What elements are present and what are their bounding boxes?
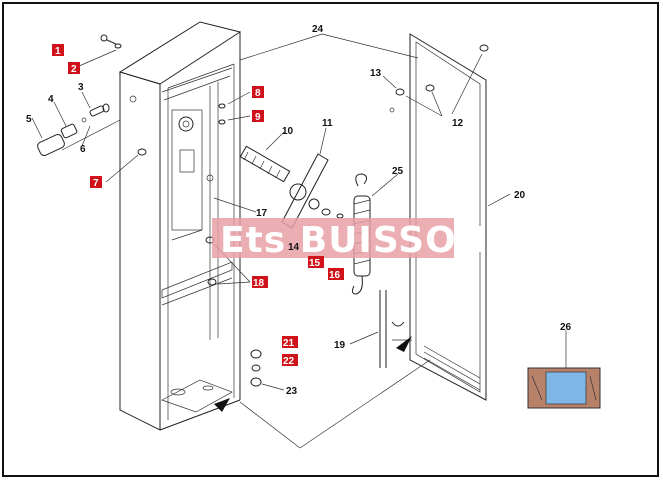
badge-9: 9	[252, 110, 264, 123]
svg-text:18: 18	[253, 278, 265, 289]
label-12: 12	[452, 118, 464, 129]
label-3: 3	[78, 82, 84, 93]
label-20: 20	[514, 190, 526, 201]
svg-text:16: 16	[329, 270, 341, 281]
handle-assembly	[37, 103, 121, 157]
assembly-lines	[214, 33, 431, 449]
label-19: 19	[334, 340, 346, 351]
svg-text:8: 8	[255, 88, 261, 99]
svg-text:9: 9	[255, 112, 261, 123]
svg-text:15: 15	[309, 258, 321, 269]
label-11: 11	[322, 118, 333, 129]
badge-2: 2	[68, 62, 80, 75]
svg-text:21: 21	[283, 338, 295, 349]
badge-7: 7	[90, 176, 102, 189]
svg-text:1: 1	[55, 46, 61, 57]
arrow-right-icon	[396, 336, 412, 352]
door-frame	[409, 33, 487, 401]
label-17: 17	[256, 208, 268, 219]
small-hardware	[100, 34, 489, 387]
badge-18: 18	[252, 276, 268, 289]
watermark: Ets BUISSON	[212, 218, 488, 261]
label-10: 10	[282, 126, 294, 137]
badge-15: 15	[308, 256, 324, 269]
coil-spring-10	[239, 145, 291, 183]
badge-21: 21	[282, 336, 298, 349]
svg-text:22: 22	[283, 356, 295, 367]
badge-16: 16	[328, 268, 344, 281]
lever-arm	[281, 153, 329, 229]
support-rod	[379, 290, 405, 368]
badge-1: 1	[52, 44, 64, 57]
badge-8: 8	[252, 86, 264, 99]
label-24: 24	[312, 24, 324, 35]
label-6: 6	[80, 144, 86, 155]
watermark-text: Ets BUISSON	[220, 220, 488, 261]
label-26: 26	[560, 322, 572, 333]
cabinet	[118, 21, 242, 431]
arrow-left-icon	[214, 398, 230, 412]
label-14: 14	[288, 242, 300, 253]
label-5: 5	[26, 114, 32, 125]
label-13: 13	[370, 68, 382, 79]
label-23: 23	[286, 386, 298, 397]
svg-text:7: 7	[93, 178, 99, 189]
label-4: 4	[48, 94, 54, 105]
label-25: 25	[392, 166, 404, 177]
badge-22: 22	[282, 354, 298, 367]
leader-lines	[31, 49, 567, 391]
svg-text:2: 2	[71, 64, 77, 75]
seal-cross-section	[527, 367, 601, 409]
